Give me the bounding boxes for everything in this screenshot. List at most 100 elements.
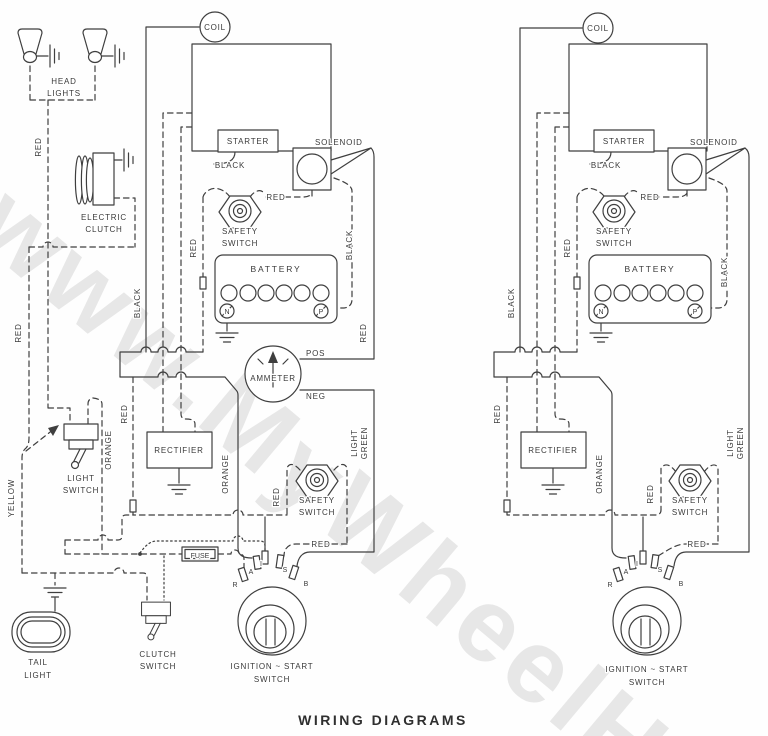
- rectifier-label: RECTIFIER: [528, 446, 577, 455]
- ground-icon: [167, 467, 191, 495]
- coil-label: COIL: [587, 24, 609, 33]
- battery: [588, 254, 712, 324]
- wire-label-red: RED: [14, 323, 23, 342]
- head-lights: [17, 28, 108, 64]
- coil-label: COIL: [204, 23, 226, 32]
- ammeter: [244, 345, 302, 403]
- battery-pos-terminal: P: [319, 309, 324, 316]
- terminal-i: I: [636, 561, 638, 568]
- battery-neg-terminal: N: [224, 309, 229, 316]
- terminal-s: S: [658, 567, 663, 574]
- safety-switch-upper: [592, 195, 636, 229]
- left-labels: COIL HEAD LIGHTS RED ELECTRIC CLUTCH STA…: [6, 22, 371, 686]
- connector: [573, 276, 581, 290]
- svg-text:SWITCH: SWITCH: [222, 239, 258, 248]
- wire-label-light-green: LIGHT: [350, 429, 359, 457]
- wire-label-red: RED: [646, 484, 655, 503]
- ground-icon: [100, 44, 125, 68]
- svg-text:GREEN: GREEN: [360, 427, 369, 459]
- pointer-arrow-icon: [48, 425, 59, 436]
- wire-label-red: RED: [640, 193, 659, 202]
- rectifier: [146, 431, 213, 469]
- svg-text:LIGHTS: LIGHTS: [47, 89, 81, 98]
- starter: [217, 129, 279, 153]
- wire-label-red: RED: [563, 238, 572, 257]
- left-wires-dotted: [139, 535, 266, 601]
- wiring-diagram-right: COIL STARTER SOLENOID BLACK RED SAFETY S…: [492, 12, 750, 689]
- terminal-a: A: [624, 569, 629, 576]
- ground-icon: [43, 587, 67, 612]
- svg-text:LIGHT: LIGHT: [24, 671, 52, 680]
- battery-label: BATTERY: [250, 264, 301, 274]
- svg-text:SWITCH: SWITCH: [299, 508, 335, 517]
- svg-text:SWITCH: SWITCH: [596, 239, 632, 248]
- ground-icon: [541, 467, 565, 495]
- ignition-start-switch: [612, 550, 682, 656]
- wire-label-red: RED: [311, 540, 330, 549]
- wire-label-red: RED: [120, 404, 129, 423]
- safety-switch-lower-label: SAFETY: [672, 496, 708, 505]
- terminal-i: I: [260, 561, 262, 568]
- wire-label-red: RED: [272, 487, 281, 506]
- terminal-b: B: [304, 581, 309, 588]
- solenoid-label: SOLENOID: [315, 138, 363, 147]
- wire-label-red: RED: [266, 193, 285, 202]
- wire-label-black: BLACK: [345, 230, 354, 260]
- ammeter-pos-label: POS: [306, 349, 325, 358]
- fuse: [181, 546, 219, 562]
- wiring-diagram-left: COIL HEAD LIGHTS RED ELECTRIC CLUTCH STA…: [6, 11, 375, 686]
- wire-label-orange: ORANGE: [221, 454, 230, 493]
- wire-label-black: BLACK: [215, 161, 245, 170]
- terminal-r: R: [232, 582, 237, 589]
- wire-label-red: RED: [493, 404, 502, 423]
- battery-neg-terminal: N: [598, 309, 603, 316]
- wire-label-black: BLACK: [133, 288, 142, 318]
- right-wires-solid: [493, 27, 750, 567]
- battery-pos-terminal: P: [693, 309, 698, 316]
- safety-switch-lower-label: SAFETY: [299, 496, 335, 505]
- wire-label-red: RED: [34, 137, 43, 156]
- safety-switch-upper-label: SAFETY: [222, 227, 258, 236]
- clutch-switch: [141, 601, 171, 641]
- wire-label-black: BLACK: [507, 288, 516, 318]
- starter-label: STARTER: [227, 137, 269, 146]
- svg-text:SWITCH: SWITCH: [140, 662, 176, 671]
- tail-light: [11, 611, 71, 653]
- electric-clutch: [74, 152, 115, 206]
- battery-label: BATTERY: [624, 264, 675, 274]
- coil: [582, 12, 614, 44]
- head-lights-label: HEAD: [51, 77, 76, 86]
- rectifier: [520, 431, 587, 469]
- right-labels: COIL STARTER SOLENOID BLACK RED SAFETY S…: [492, 23, 747, 689]
- junction-dot: [138, 552, 142, 556]
- ammeter-neg-label: NEG: [306, 392, 326, 401]
- light-switch-label: LIGHT: [67, 474, 95, 483]
- terminal-s: S: [283, 567, 288, 574]
- connector: [199, 276, 207, 290]
- tail-light-label: TAIL: [28, 658, 48, 667]
- ignition-start-switch: [237, 550, 307, 656]
- battery: [214, 254, 338, 324]
- wire-label-light-green: LIGHT: [726, 429, 735, 457]
- clutch-switch-label: CLUTCH: [139, 650, 176, 659]
- svg-text:SWITCH: SWITCH: [672, 508, 708, 517]
- starter: [593, 129, 655, 153]
- wire-label-orange: ORANGE: [595, 454, 604, 493]
- wire-label-orange: ORANGE: [104, 430, 113, 469]
- terminal-r: R: [607, 582, 612, 589]
- terminal-a: A: [249, 569, 254, 576]
- safety-switch-upper: [218, 195, 262, 229]
- wire-label-red: RED: [189, 238, 198, 257]
- page-title: WIRING DIAGRAMS: [298, 712, 468, 728]
- coil: [199, 11, 231, 43]
- svg-text:GREEN: GREEN: [736, 427, 745, 459]
- electric-clutch-label: ELECTRIC: [81, 213, 127, 222]
- wire-label-black: BLACK: [591, 161, 621, 170]
- ignition-switch-label: IGNITION ~ START: [231, 662, 314, 671]
- ammeter-label: AMMETER: [250, 374, 296, 383]
- safety-switch-lower: [668, 464, 712, 498]
- ground-icon: [113, 148, 134, 172]
- svg-text:SWITCH: SWITCH: [63, 486, 99, 495]
- svg-text:CLUTCH: CLUTCH: [85, 225, 122, 234]
